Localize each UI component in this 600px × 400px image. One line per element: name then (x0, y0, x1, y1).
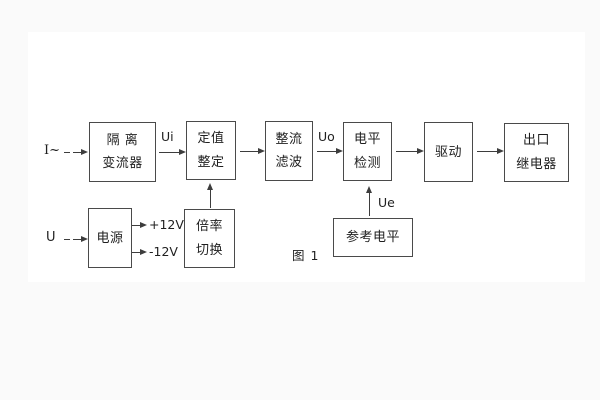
arrow-power-minus12v (132, 249, 147, 255)
signal-uo-label: Uo (318, 129, 335, 144)
arrow-voltage-to-power (73, 236, 88, 242)
block-ratio-line1: 倍率 (195, 219, 223, 235)
block-power-label: 电源 (96, 230, 124, 246)
block-level-detector: 电平 检测 (343, 122, 392, 181)
arrow-reference-to-level (365, 186, 372, 216)
arrow-level-to-driver (396, 148, 424, 154)
block-setting-line1: 定值 (197, 131, 225, 147)
block-rectifier-line1: 整流 (275, 131, 303, 147)
arrow-isolation-to-setting (159, 149, 186, 155)
block-isolation-line1: 隔 离 (106, 132, 139, 148)
block-level-line1: 电平 (353, 132, 381, 148)
signal-ue-label: Ue (378, 195, 395, 210)
arrow-power-plus12v (132, 222, 147, 228)
block-driver-label: 驱动 (434, 144, 462, 160)
arrow-setting-to-rectifier (240, 148, 265, 154)
arrow-rectifier-to-level (317, 148, 343, 154)
current-input-dash (64, 152, 70, 153)
block-relay-line1: 出口 (522, 133, 550, 149)
block-ratio-switch: 倍率 切换 (184, 209, 235, 268)
arrow-current-to-isolation (73, 149, 88, 155)
signal-ui-label: Ui (161, 129, 174, 144)
block-output-relay: 出口 继电器 (504, 123, 569, 182)
block-isolation-line2: 变流器 (102, 156, 143, 172)
input-current-label: I~ (44, 143, 61, 158)
block-level-line2: 检测 (353, 155, 381, 171)
figure-caption: 图 1 (292, 248, 320, 263)
block-ratio-line2: 切换 (195, 242, 223, 258)
arrow-ratio-to-setting (206, 183, 213, 208)
block-power-supply: 电源 (88, 208, 132, 268)
block-setting-line2: 整定 (197, 154, 225, 170)
block-rectifier-line2: 滤波 (275, 155, 303, 171)
block-relay-line2: 继电器 (516, 156, 557, 172)
voltage-input-dash (64, 239, 70, 240)
block-reference-label: 参考电平 (345, 230, 400, 245)
block-setting-adjust: 定值 整定 (186, 121, 236, 180)
block-isolation-converter: 隔 离 变流器 (89, 122, 156, 182)
block-reference-level: 参考电平 (333, 218, 413, 257)
rail-minus12v-label: -12V (149, 244, 178, 259)
block-rectifier-filter: 整流 滤波 (265, 121, 313, 181)
arrow-driver-to-relay (477, 148, 504, 154)
block-driver: 驱动 (424, 122, 473, 182)
rail-plus12v-label: +12V (149, 217, 184, 232)
input-voltage-label: U (46, 230, 56, 245)
